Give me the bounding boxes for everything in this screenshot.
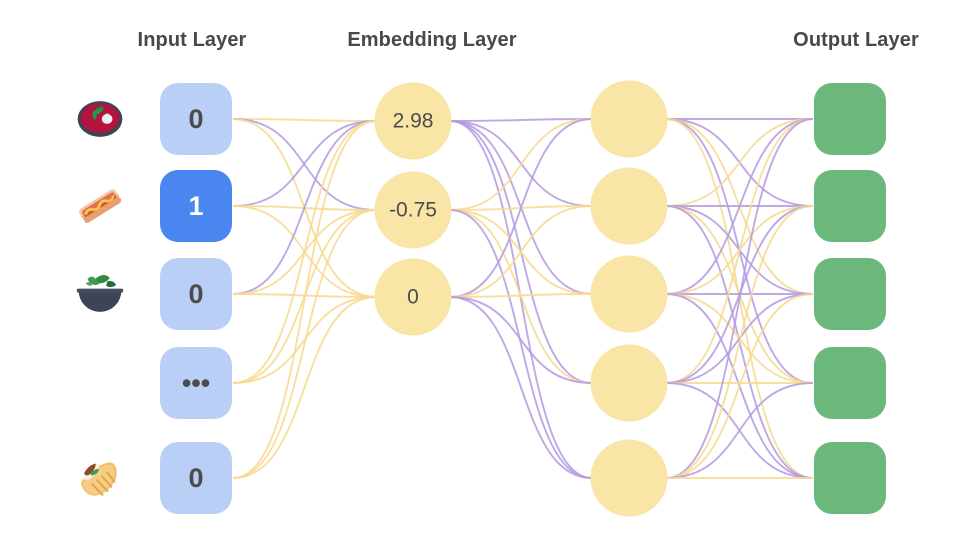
hidden-output-edge bbox=[665, 118, 814, 479]
embedding-hidden-edge bbox=[449, 209, 593, 295]
hidden-output-edge bbox=[665, 118, 814, 207]
layer-title-input-layer: Input Layer bbox=[137, 29, 247, 51]
hidden-output-edge bbox=[665, 205, 814, 384]
input-node-5[interactable]: 0 bbox=[160, 442, 232, 514]
input-node-3[interactable]: 0 bbox=[160, 258, 232, 330]
hidden-output-edge bbox=[665, 205, 814, 384]
layer-title-output-layer: Output Layer bbox=[793, 29, 919, 51]
embedding-hidden-edge bbox=[449, 209, 593, 479]
embedding-hidden-edge bbox=[449, 120, 593, 384]
input-node-2[interactable]: 1 bbox=[160, 170, 232, 242]
hidden-output-edge bbox=[665, 382, 814, 479]
output-node-1[interactable] bbox=[814, 83, 886, 155]
input-embedding-edge bbox=[232, 209, 377, 384]
hidden-node-1[interactable] bbox=[590, 80, 668, 158]
input-embedding-edge bbox=[232, 120, 377, 479]
hidden-output-edge bbox=[665, 293, 814, 384]
hidden-output-edge bbox=[665, 118, 814, 295]
hidden-output-edge bbox=[665, 205, 814, 295]
hidden-output-edge bbox=[665, 382, 814, 479]
input-embedding-edge bbox=[232, 296, 377, 479]
input-embedding-edge bbox=[232, 205, 377, 298]
output-node-3[interactable] bbox=[814, 258, 886, 330]
hidden-node-2[interactable] bbox=[590, 167, 668, 245]
input-node-4[interactable]: ••• bbox=[160, 347, 232, 419]
embedding-hidden-edge bbox=[449, 205, 593, 211]
input-node-1-value: 0 bbox=[188, 103, 204, 134]
embedding-node-3-value: 0 bbox=[407, 285, 419, 308]
output-node-4[interactable] bbox=[814, 347, 886, 419]
hidden-node-4[interactable] bbox=[590, 344, 668, 422]
hot-dog-icon bbox=[72, 178, 128, 234]
input-embedding-edge bbox=[232, 296, 377, 384]
input-embedding-edge bbox=[232, 118, 377, 122]
embedding-node-3[interactable]: 0 bbox=[374, 258, 452, 336]
hidden-node-5[interactable] bbox=[590, 439, 668, 517]
embedding-hidden-edge bbox=[449, 296, 593, 479]
embedding-hidden-edge bbox=[449, 118, 593, 122]
input-embedding-edge bbox=[232, 205, 377, 211]
embedding-hidden-edge bbox=[449, 293, 593, 298]
output-node-5[interactable] bbox=[814, 442, 886, 514]
input-node-1[interactable]: 0 bbox=[160, 83, 232, 155]
embedding-hidden-edge bbox=[449, 120, 593, 207]
embedding-hidden-edge bbox=[449, 296, 593, 384]
burrito-icon bbox=[72, 450, 128, 506]
input-node-2-value: 1 bbox=[188, 190, 204, 221]
hidden-output-edge bbox=[665, 205, 814, 295]
hidden-output-edge bbox=[665, 118, 814, 295]
embedding-hidden-edge bbox=[449, 209, 593, 384]
hidden-output-edge bbox=[665, 293, 814, 384]
input-embedding-edge bbox=[232, 209, 377, 479]
output-node-2[interactable] bbox=[814, 170, 886, 242]
embedding-hidden-edge bbox=[449, 120, 593, 479]
input-embedding-edge bbox=[232, 120, 377, 295]
embedding-hidden-edge bbox=[449, 118, 593, 211]
soup-bowl-icon bbox=[72, 91, 128, 147]
layer-title-embedding-layer: Embedding Layer bbox=[347, 29, 517, 51]
hidden-output-edge bbox=[665, 293, 814, 479]
embedding-hidden-edge bbox=[449, 205, 593, 298]
input-embedding-edge bbox=[232, 209, 377, 295]
input-node-5-value: 0 bbox=[188, 462, 204, 493]
embedding-node-2[interactable]: -0.75 bbox=[374, 171, 452, 249]
hidden-output-edge bbox=[665, 205, 814, 479]
embedding-node-2-value: -0.75 bbox=[389, 198, 437, 221]
hidden-output-edge bbox=[665, 205, 814, 479]
input-embedding-edge bbox=[232, 120, 377, 384]
input-embedding-edge bbox=[232, 118, 377, 298]
salad-bowl-icon bbox=[72, 266, 128, 322]
input-embedding-edge bbox=[232, 293, 377, 298]
hidden-output-edge bbox=[665, 293, 814, 479]
hidden-output-edge bbox=[665, 118, 814, 384]
hidden-node-3[interactable] bbox=[590, 255, 668, 333]
input-node-4-value: ••• bbox=[181, 367, 211, 398]
input-node-3-value: 0 bbox=[188, 278, 204, 309]
hidden-output-edge bbox=[665, 118, 814, 384]
input-embedding-edge bbox=[232, 118, 377, 211]
embedding-node-1-value: 2.98 bbox=[392, 109, 434, 132]
input-embedding-edge bbox=[232, 120, 377, 207]
embedding-node-1[interactable]: 2.98 bbox=[374, 82, 452, 160]
embedding-hidden-edge bbox=[449, 120, 593, 295]
embedding-hidden-edge bbox=[449, 118, 593, 298]
hidden-output-edge bbox=[665, 118, 814, 479]
hidden-output-edge bbox=[665, 118, 814, 207]
